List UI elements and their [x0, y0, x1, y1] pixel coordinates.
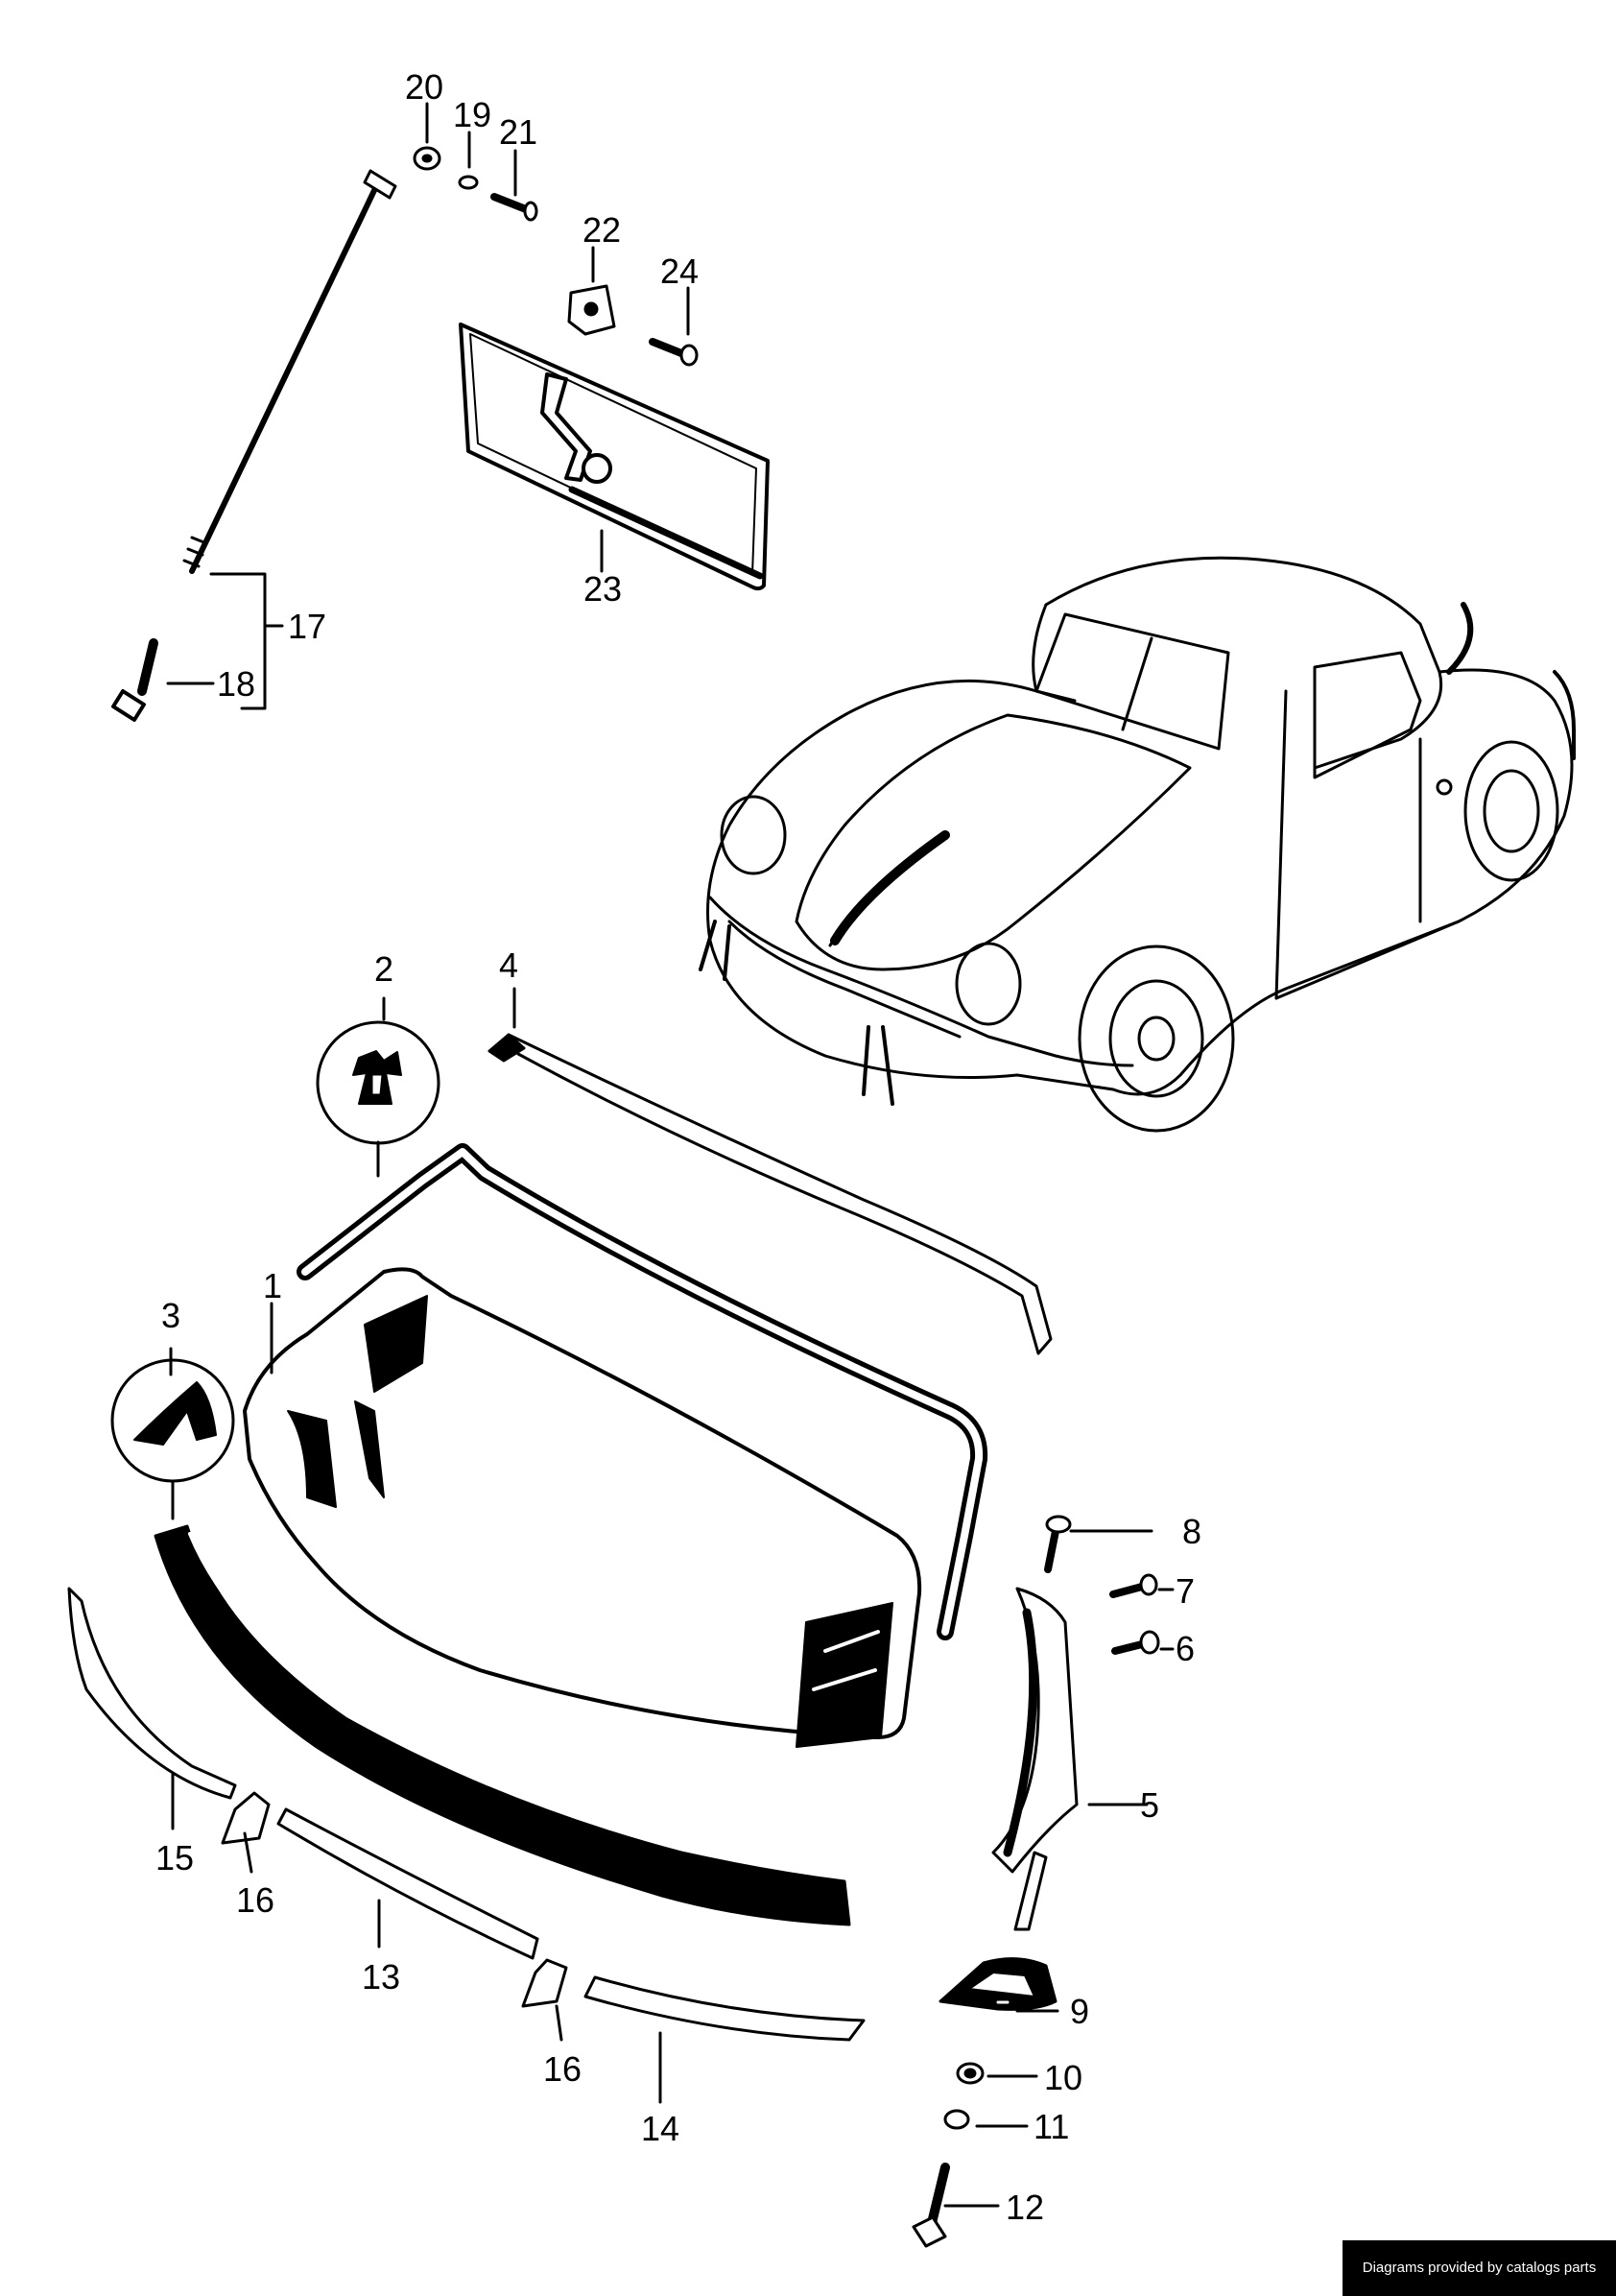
part-3-seal-detail — [110, 1347, 235, 1520]
callout-9: 9 — [1070, 1992, 1089, 2031]
callout-15: 15 — [155, 1838, 194, 1877]
bracket-17 — [166, 572, 284, 710]
callout-labels: 1 2 3 4 5 6 7 8 9 10 11 12 13 14 15 16 1… — [155, 67, 1201, 2227]
attribution-footer: Diagrams provided by catalogs parts — [1343, 2240, 1616, 2296]
callout-4: 4 — [499, 945, 518, 985]
callout-10: 10 — [1044, 2058, 1082, 2097]
part-1-windshield-glass — [243, 1267, 922, 1748]
callout-12: 12 — [1006, 2188, 1044, 2227]
callout-11: 11 — [1034, 2107, 1069, 2146]
callout-1: 1 — [263, 1266, 282, 1305]
callout-20: 20 — [405, 67, 443, 107]
part-4-trim-strip — [487, 987, 1053, 1355]
callout-21: 21 — [499, 112, 537, 152]
part-17-18-mirror-strut — [111, 169, 397, 722]
callout-14: 14 — [641, 2109, 679, 2148]
car-illustration — [699, 556, 1576, 1133]
parts-6-7-8-screws — [1044, 1515, 1175, 1655]
parts-13-14-15-16-trim — [67, 1587, 866, 2104]
callout-17: 17 — [288, 607, 326, 646]
part-2-windshield-seal — [297, 1143, 988, 1640]
part-23-rearview-mirror — [459, 323, 770, 591]
callout-19: 19 — [453, 95, 491, 134]
part-lower-windshield-seal — [154, 1524, 851, 1926]
callout-7: 7 — [1176, 1571, 1195, 1611]
part-9-cover-plate — [939, 1957, 1059, 2013]
part-22-24-clip-screw — [567, 246, 699, 367]
callout-6: 6 — [1176, 1629, 1195, 1668]
part-19-20-21-hardware — [413, 102, 538, 222]
callout-3: 3 — [161, 1296, 180, 1335]
callout-5: 5 — [1140, 1785, 1159, 1825]
part-5-side-trim — [991, 1587, 1149, 1931]
callout-16-upper: 16 — [236, 1880, 274, 1920]
part-2-seal-detail — [316, 996, 440, 1178]
callout-24: 24 — [660, 251, 699, 291]
callout-22: 22 — [582, 210, 621, 250]
callout-13: 13 — [362, 1957, 400, 1997]
callout-2: 2 — [374, 949, 393, 989]
parts-10-11-12-fasteners — [912, 2062, 1038, 2248]
callout-23: 23 — [583, 569, 622, 609]
callout-18: 18 — [217, 664, 255, 704]
callout-16-lower: 16 — [543, 2049, 582, 2089]
callout-8: 8 — [1182, 1512, 1201, 1551]
